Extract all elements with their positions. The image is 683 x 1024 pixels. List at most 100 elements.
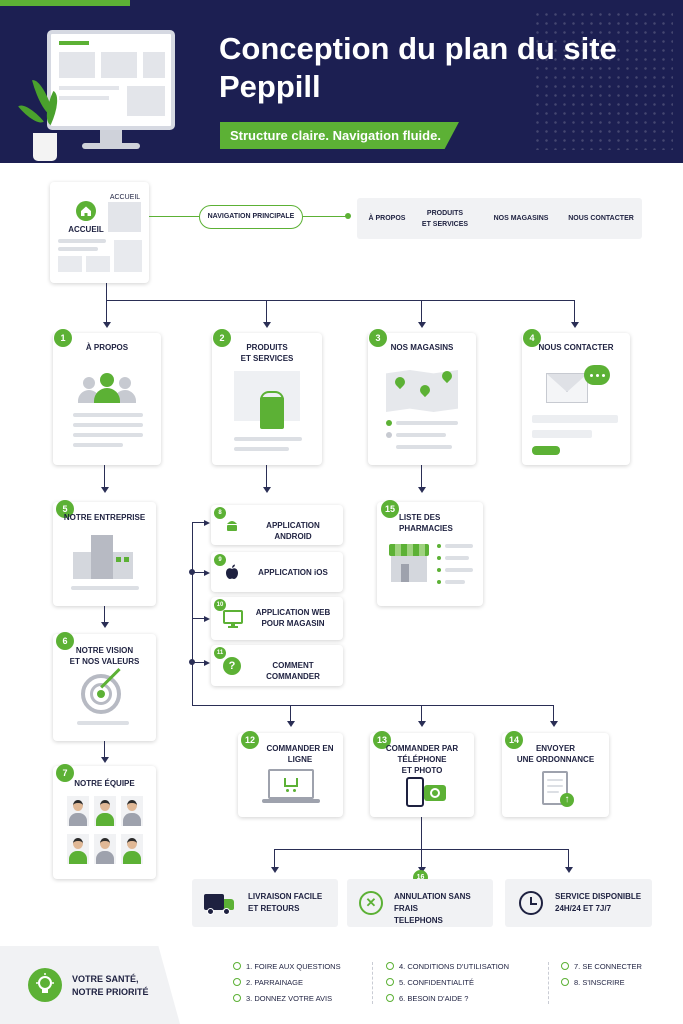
section-card-a-propos[interactable]: 1 À PROPOS xyxy=(53,329,161,465)
feature-text: ANNULATION SANS FRAIS TELEPHONS xyxy=(394,892,471,925)
monitor-icon xyxy=(223,610,243,628)
section-title: NOS MAGASINS xyxy=(390,343,454,352)
plant-pot xyxy=(33,133,57,161)
product-card-android[interactable]: 8 APPLICATION ANDROID xyxy=(211,505,343,545)
product-card-web[interactable]: 10 APPLICATION WEB POUR MAGASIN xyxy=(211,597,343,640)
cancel-icon: ✕ xyxy=(359,891,383,915)
footer-link-aide[interactable]: 6. BESOIN D'AIDE ? xyxy=(386,994,468,1004)
section-badge: 10 xyxy=(214,599,226,611)
section-title: À PROPOS xyxy=(85,343,129,352)
team-portrait xyxy=(67,796,89,826)
home-card[interactable]: ACCUEIL ACCUEIL xyxy=(50,182,149,283)
lightbulb-icon xyxy=(28,968,62,1002)
section-title: NOUS CONTACTER xyxy=(538,343,614,352)
section-title: PRODUITS ET SERVICES xyxy=(240,343,294,363)
about-card-vision[interactable]: 6 NOTRE VISION ET NOS VALEURS xyxy=(53,632,156,741)
dot-pattern xyxy=(533,10,673,150)
section-badge: 11 xyxy=(214,647,226,659)
nav-label: NAVIGATION PRINCIPALE xyxy=(199,205,303,229)
clock-icon xyxy=(519,891,543,915)
header-accent-line xyxy=(0,0,130,6)
footer-link-connecter[interactable]: 7. SE CONNECTER xyxy=(561,962,642,972)
login-icon xyxy=(561,962,569,970)
footer-link-parrainage[interactable]: 2. PARRAINAGE xyxy=(233,978,303,988)
section-title: COMMANDER EN LIGNE xyxy=(266,744,334,764)
section-badge: 3 xyxy=(369,329,387,347)
section-badge: 2 xyxy=(213,329,231,347)
feature-service: SERVICE DISPONIBLE 24H/24 ET 7J/7 xyxy=(505,879,652,927)
product-card-ios[interactable]: 9 APPLICATION iOS xyxy=(211,552,343,592)
lock-icon xyxy=(386,978,394,986)
about-card-entreprise[interactable]: 5 NOTRE ENTREPRISE xyxy=(53,500,156,606)
footer-link-conditions[interactable]: 4. CONDITIONS D'UTILISATION xyxy=(386,962,509,972)
section-badge: 15 xyxy=(381,500,399,518)
section-badge: 12 xyxy=(241,731,259,749)
section-title: ENVOYER UNE ORDONNANCE xyxy=(516,744,595,764)
monitor-illustration xyxy=(47,30,175,130)
footer-link-inscrire[interactable]: 8. S'INSCRIRE xyxy=(561,978,625,988)
product-card-comment[interactable]: 11 ? COMMENT COMMANDER xyxy=(211,645,343,686)
home-label: ACCUEIL xyxy=(68,225,104,234)
send-button-mock xyxy=(532,446,560,455)
question-icon: ? xyxy=(223,657,241,675)
apple-icon xyxy=(225,564,239,580)
header-banner: Conception du plan du site Peppill Struc… xyxy=(0,0,683,163)
section-title: NOTRE ENTREPRISE xyxy=(63,513,146,522)
signup-icon xyxy=(561,978,569,986)
nav-item-magasins[interactable]: NOS MAGASINS xyxy=(493,215,549,222)
section-title: APPLICATION iOS xyxy=(258,568,328,577)
order-card-online[interactable]: 12 COMMANDER EN LIGNE xyxy=(238,731,343,817)
plant-leaf xyxy=(18,100,44,128)
feature-livraison: LIVRAISON FACILE ET RETOURS xyxy=(192,879,338,927)
section-title: APPLICATION WEB POUR MAGASIN xyxy=(255,608,331,628)
page-title: Conception du plan du site Peppill xyxy=(219,31,617,104)
team-portrait xyxy=(94,796,116,826)
footer-slogan-panel: VOTRE SANTÉ, NOTRE PRIORITÉ xyxy=(0,946,180,1024)
section-badge: 4 xyxy=(523,329,541,347)
nav-item-produits[interactable]: PRODUITS ET SERVICES xyxy=(421,210,469,228)
chat-bubble-icon xyxy=(584,365,610,385)
feature-text: LIVRAISON FACILE ET RETOURS xyxy=(248,892,323,913)
section-card-produits[interactable]: 2 PRODUITS ET SERVICES xyxy=(212,329,322,465)
section-badge: 14 xyxy=(505,731,523,749)
footer-link-confidentialite[interactable]: 5. CONFIDENTIALITÉ xyxy=(386,978,474,988)
feature-annulation: ✕ ANNULATION SANS FRAIS TELEPHONS xyxy=(347,879,493,927)
footer-link-faq[interactable]: 1. FOIRE AUX QUESTIONS xyxy=(233,962,341,972)
section-badge: 6 xyxy=(56,632,74,650)
team-portrait xyxy=(121,834,143,864)
section-title: NOTRE VISION ET NOS VALEURS xyxy=(69,646,140,666)
section-title: APPLICATION ANDROID xyxy=(266,521,320,541)
star-icon xyxy=(233,994,241,1002)
section-title: COMMANDER PAR TÉLÉPHONE ET PHOTO xyxy=(385,744,459,775)
footer-slogan: VOTRE SANTÉ, NOTRE PRIORITÉ xyxy=(72,974,149,997)
team-portrait xyxy=(94,834,116,864)
section-badge: 7 xyxy=(56,764,74,782)
document-icon xyxy=(386,962,394,970)
footer-link-avis[interactable]: 3. DONNEZ VOTRE AVIS xyxy=(233,994,332,1004)
store-card-pharmacies[interactable]: 15 LISTE DES PHARMACIES xyxy=(377,500,483,606)
about-card-equipe[interactable]: 7 NOTRE ÉQUIPE xyxy=(53,764,156,879)
section-title: LISTE DES PHARMACIES xyxy=(399,513,453,533)
android-icon xyxy=(225,518,239,532)
nav-item-contacter[interactable]: NOUS CONTACTER xyxy=(568,215,634,222)
order-card-phone[interactable]: 13 COMMANDER PAR TÉLÉPHONE ET PHOTO xyxy=(370,731,474,817)
home-thumb-label: ACCUEIL xyxy=(109,194,141,201)
section-card-magasins[interactable]: 3 NOS MAGASINS xyxy=(368,329,476,465)
team-portrait xyxy=(67,834,89,864)
section-badge: 9 xyxy=(214,554,226,566)
feature-text: SERVICE DISPONIBLE 24H/24 ET 7J/7 xyxy=(555,892,642,913)
help-icon xyxy=(386,994,394,1002)
section-badge: 1 xyxy=(54,329,72,347)
section-badge: 8 xyxy=(214,507,226,519)
tagline: Structure claire. Navigation fluide. xyxy=(220,122,459,149)
section-badge: 13 xyxy=(373,731,391,749)
section-title: COMMENT COMMANDER xyxy=(266,661,320,681)
nav-item-a-propos[interactable]: À PROPOS xyxy=(368,215,406,222)
order-card-prescription[interactable]: 14 ENVOYER UNE ORDONNANCE ↑ xyxy=(502,731,609,817)
section-card-contacter[interactable]: 4 NOUS CONTACTER xyxy=(522,329,630,465)
user-icon xyxy=(233,978,241,986)
home-icon xyxy=(76,201,96,221)
section-title: NOTRE ÉQUIPE xyxy=(74,779,135,788)
team-portrait xyxy=(121,796,143,826)
section-badge: 5 xyxy=(56,500,74,518)
